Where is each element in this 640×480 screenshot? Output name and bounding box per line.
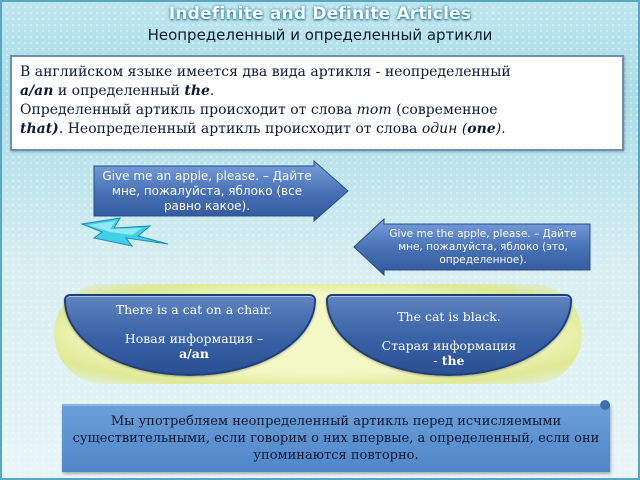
old-info-article: the bbox=[441, 353, 465, 368]
spacer bbox=[84, 317, 304, 331]
info-line-2: a/an и определенный the. bbox=[20, 82, 614, 101]
slide-title: Indefinite and Definite Articles bbox=[168, 4, 472, 24]
arrow-indefinite-example: Give me an apple, please. – Дайте мне, п… bbox=[92, 160, 350, 222]
old-info-panel: The cat is black. Старая информация - th… bbox=[326, 294, 572, 376]
dash-prefix: - bbox=[433, 353, 442, 368]
new-info-article: a/an bbox=[179, 346, 209, 361]
info-line-1: В английском языке имеется два вида арти… bbox=[20, 63, 614, 82]
old-info-example: The cat is black. bbox=[397, 309, 501, 324]
old-info-article-line: - the bbox=[346, 353, 552, 368]
word-one: one bbox=[467, 121, 496, 137]
term-the: the bbox=[184, 83, 210, 99]
scroll-curl-icon bbox=[600, 400, 610, 410]
summary-note: Мы употребляем неопределенный артикль пе… bbox=[62, 404, 610, 472]
info-line-4: that). Неопределенный артикль происходит… bbox=[20, 120, 614, 139]
info-box: В английском языке имеется два вида арти… bbox=[10, 55, 624, 151]
new-info-example: There is a cat on a chair. bbox=[115, 302, 273, 317]
info-text: ). bbox=[495, 121, 506, 137]
info-text: Определенный артикль происходит от слова bbox=[20, 102, 357, 118]
info-text: и определенный bbox=[53, 83, 185, 99]
word-that: that) bbox=[20, 121, 59, 137]
slide-subtitle: Неопределенный и определенный артикли bbox=[147, 26, 493, 44]
arrow-indefinite-text: Give me an apple, please. – Дайте мне, п… bbox=[102, 168, 312, 213]
spacer bbox=[346, 324, 552, 338]
new-info-label: Новая информация – bbox=[124, 331, 264, 346]
old-info-label: Старая информация bbox=[381, 338, 517, 353]
info-text: . bbox=[209, 83, 215, 99]
word-tot: тот bbox=[356, 102, 392, 118]
left-arrow-shape bbox=[353, 218, 591, 276]
lightning-icon bbox=[80, 217, 169, 247]
word-odin: один ( bbox=[421, 121, 468, 137]
arrow-definite-text: Give me the apple, please. – Дайте мне, … bbox=[389, 227, 577, 266]
info-text: (современное bbox=[391, 102, 498, 118]
arrow-definite-example: Give me the apple, please. – Дайте мне, … bbox=[352, 218, 592, 276]
info-text: В английском языке имеется два вида арти… bbox=[20, 64, 511, 80]
term-a-an: a/an bbox=[20, 83, 54, 99]
info-text: . Неопределенный артикль происходит от с… bbox=[58, 121, 422, 137]
info-line-3: Определенный артикль происходит от слова… bbox=[20, 101, 614, 120]
right-arrow-shape bbox=[93, 160, 349, 222]
